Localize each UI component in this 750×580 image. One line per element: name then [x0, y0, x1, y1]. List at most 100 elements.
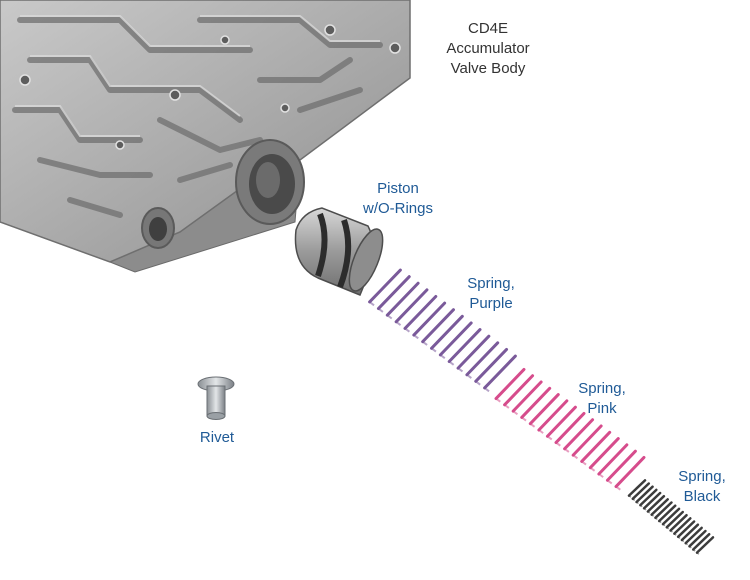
spring-purple-coil: [394, 288, 429, 324]
spring-purple-coil: [385, 281, 420, 317]
spring-black-coil-back: [647, 510, 651, 514]
spring-purple-coil-back: [377, 307, 384, 313]
spring-black-coil-back: [639, 504, 643, 508]
spring-purple-coil: [474, 347, 509, 383]
spring-pink-coil-back: [598, 473, 604, 478]
spring-black-coil-back: [628, 495, 632, 498]
spring-pink-coil-back: [555, 441, 561, 447]
rivet-label-line-1: Rivet: [199, 429, 235, 446]
spring-black-coil-back: [677, 536, 681, 539]
spring-purple-coil: [438, 321, 473, 357]
spring-purple-label: Spring, Purple: [446, 274, 536, 314]
spring-black-label-line-2: Black: [683, 488, 721, 505]
spring-pink-coil: [614, 455, 646, 489]
casting-channels: [12, 17, 383, 218]
spring-black-coil-back: [658, 520, 662, 524]
spring-purple: [368, 268, 517, 393]
spring-black: [627, 479, 715, 555]
spring-purple-coil-back: [484, 387, 490, 393]
spring-black-coil-back: [670, 529, 673, 533]
spring-black-coil: [680, 523, 700, 542]
spring-pink-coil: [571, 424, 603, 457]
spring-pink-coil: [528, 393, 560, 426]
piston: [294, 207, 384, 296]
spring-pink-coil-back: [615, 485, 621, 491]
spring-purple-coil-back: [369, 301, 375, 307]
spring-black-coil-back: [688, 545, 692, 549]
spring-black-coil: [639, 488, 658, 507]
spring-purple-label-line-2: Purple: [469, 295, 513, 312]
casting-bolt-holes: [19, 24, 401, 150]
piston-label-line-1: Piston: [377, 180, 419, 197]
spring-pink-coil: [520, 386, 552, 419]
rivet-tip: [206, 412, 226, 420]
spring-pink-coil: [588, 437, 620, 470]
spring-pink-coil-back: [546, 435, 553, 441]
spring-pink-coil-back: [504, 404, 510, 409]
spring-black-coil-back: [654, 517, 658, 520]
spring-purple-coil-back: [395, 321, 402, 326]
spring-purple-coil: [376, 275, 411, 311]
spring-pink-coil-back: [538, 429, 544, 434]
spring-purple-coil: [403, 294, 438, 330]
spring-purple-coil: [368, 268, 402, 304]
spring-pink-coil-back: [529, 422, 536, 428]
spring-black-coil-back: [673, 533, 677, 536]
spring-pink-coil-back: [564, 448, 570, 453]
spring-black-coil-back: [632, 498, 636, 501]
spring-pink-coil: [597, 443, 629, 476]
spring-black-coil: [657, 504, 677, 523]
piston-label-line-2: w/O-Rings: [362, 200, 433, 217]
spring-black-coil-back: [696, 552, 700, 555]
spring-black-coil-back: [636, 501, 639, 505]
spring-black-coil: [695, 536, 715, 554]
title-line-2: Accumulator: [446, 40, 530, 57]
spring-pink-coil-back: [495, 397, 501, 403]
spring-black-coil: [661, 507, 681, 526]
spring-black-coil: [650, 498, 669, 516]
piston-o-ring-1: [315, 212, 328, 277]
spring-black-coil-back: [681, 539, 685, 543]
spring-purple-coil-back: [404, 327, 411, 333]
valve-body-casting: [0, 0, 411, 273]
spring-black-coil-back: [651, 514, 655, 517]
rivet-shank: [206, 385, 226, 417]
spring-black-coil: [627, 479, 647, 497]
spring-black-coil-back: [692, 548, 696, 552]
spring-pink-coil-back: [521, 416, 527, 422]
spring-black-coil: [676, 520, 696, 539]
spring-pink-coil-back: [572, 454, 579, 460]
title-line-1: CD4E: [467, 20, 508, 37]
spring-black-coil: [646, 494, 666, 513]
spring-pink-label-line-1: Spring,: [578, 380, 626, 397]
spring-black-coil-back: [666, 526, 670, 530]
title-line-3: Valve Body: [450, 60, 526, 77]
spring-black-coil: [688, 529, 707, 548]
spring-purple-coil-back: [430, 347, 437, 353]
spring-pink-coil: [537, 399, 569, 432]
spring-pink-coil: [580, 430, 612, 463]
spring-black-coil-back: [685, 542, 689, 546]
piston-o-ring-2: [337, 219, 352, 289]
spring-black-coil: [654, 501, 673, 520]
spring-pink-coil-back: [512, 410, 519, 416]
spring-black-label-line-1: Spring,: [678, 468, 726, 485]
spring-pink-coil-back: [581, 460, 587, 466]
spring-purple-coil-back: [475, 380, 481, 386]
spring-pink-coil: [554, 411, 586, 445]
piston-end-face: [348, 228, 384, 292]
casting-channels-highlight: [15, 15, 380, 137]
spring-purple-coil: [412, 301, 447, 337]
spring-pink-coil: [494, 367, 526, 401]
spring-purple-coil-back: [457, 367, 464, 373]
spring-black-coil-back: [643, 507, 647, 511]
spring-pink-coil: [545, 405, 577, 438]
spring-purple-coil: [483, 354, 517, 390]
spring-black-coil: [669, 513, 688, 532]
spring-pink-coil-back: [589, 466, 596, 472]
spring-purple-coil-back: [413, 334, 419, 340]
spring-black-coil: [673, 517, 692, 535]
spring-purple-coil: [421, 308, 455, 344]
